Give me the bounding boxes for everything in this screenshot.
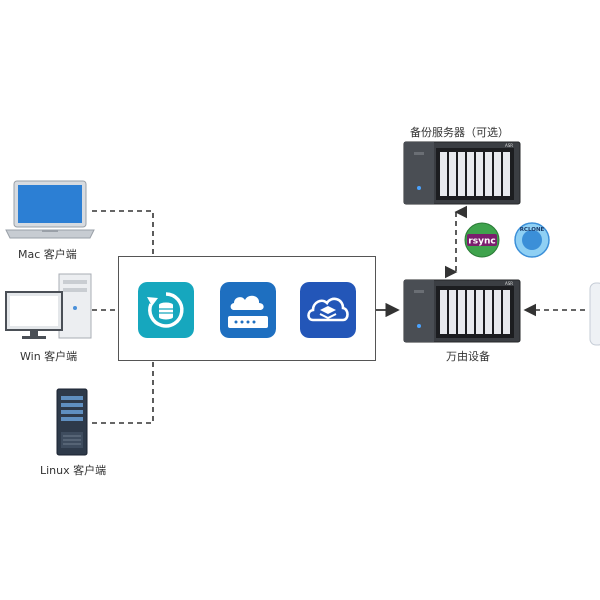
svg-text:RCLONE: RCLONE [520,227,545,233]
cloud-layers-icon[interactable] [300,282,356,338]
remote-device-icon [589,282,600,346]
server-tower-icon [56,388,88,456]
mac-connector [92,210,154,256]
svg-text:rsync: rsync [468,237,495,247]
mac-client-label: Mac 客户端 [18,248,77,261]
nas-icon: ASR [403,279,521,343]
svg-text:ASR: ASR [505,143,513,148]
rclone-icon: RCLONE [514,222,550,258]
cloud-storage-icon[interactable] [220,282,276,338]
svg-text:ASR: ASR [505,281,513,286]
rsync-icon: rsync [464,222,500,258]
desktop-icon [5,273,92,339]
linux-connector [92,361,154,424]
main-device-label: 万由设备 [446,350,490,363]
nas-icon: ASR [403,141,521,205]
sync-database-icon[interactable] [138,282,194,338]
linux-client-label: Linux 客户端 [40,464,107,477]
win-client-label: Win 客户端 [20,350,78,363]
backup-server-label: 备份服务器（可选） [410,126,509,139]
laptop-icon [5,180,95,239]
